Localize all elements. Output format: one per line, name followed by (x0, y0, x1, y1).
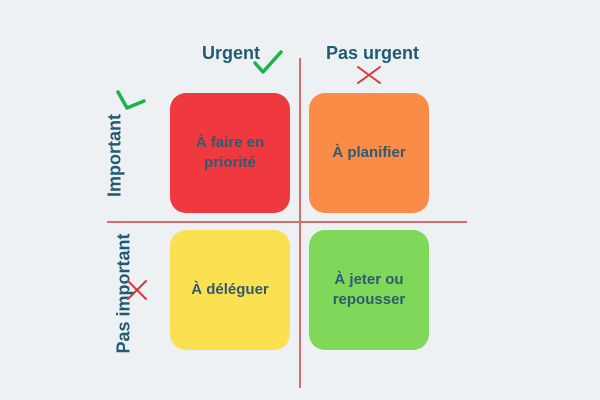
quadrant-schedule: À planifier (309, 93, 429, 213)
quadrant-delegate-label: À déléguer (191, 280, 269, 298)
row-header-important: Important (104, 114, 125, 197)
quadrant-schedule-label: À planifier (332, 143, 406, 161)
cross-icon (127, 280, 147, 300)
check-icon (253, 50, 283, 74)
quadrant-do-first: À faire en priorité (170, 93, 290, 213)
quadrant-eliminate-label: À jeter ou repousser (332, 270, 406, 308)
check-icon (116, 90, 146, 110)
cross-icon (357, 66, 381, 84)
quadrant-delegate: À déléguer (170, 230, 290, 350)
horizontal-divider (107, 221, 467, 223)
vertical-divider (299, 58, 301, 388)
quadrant-eliminate: À jeter ou repousser (309, 230, 429, 350)
quadrant-do-first-label: À faire en priorité (195, 133, 265, 171)
column-header-urgent: Urgent (202, 43, 260, 63)
column-header-not-urgent: Pas urgent (326, 43, 420, 63)
